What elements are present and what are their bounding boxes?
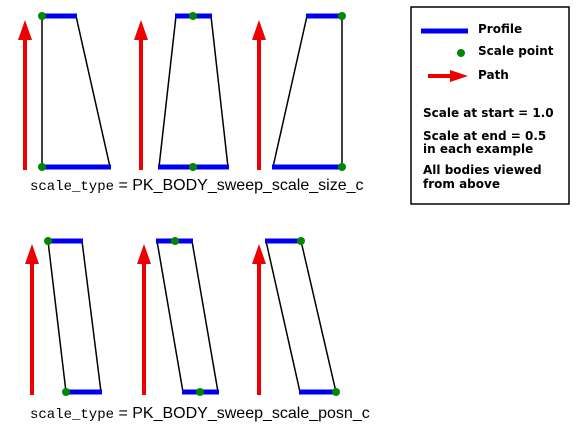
scale-point	[338, 12, 346, 20]
legend-note-end: Scale at end = 0.5	[423, 129, 546, 143]
caption-var: scale_type	[30, 179, 114, 195]
legend-path-arrow-head	[450, 70, 468, 82]
scale-point	[332, 388, 340, 396]
scale-point	[297, 237, 305, 245]
example-posn-center	[137, 237, 219, 396]
caption-var: scale_type	[30, 407, 114, 423]
legend-note-view-2: from above	[423, 177, 500, 191]
legend-note-view: All bodies viewed	[423, 163, 542, 177]
example-size-right	[252, 12, 346, 171]
legend: Profile Scale point Path Scale at start …	[410, 6, 570, 205]
path-arrow-head	[252, 244, 266, 264]
legend-profile-label: Profile	[478, 22, 522, 36]
scale-point	[338, 163, 346, 171]
legend-path-label: Path	[478, 68, 509, 82]
swept-body-outline	[272, 15, 343, 168]
legend-scale-point-swatch	[457, 49, 465, 57]
caption-value: PK_BODY_sweep_scale_posn_c	[132, 405, 369, 422]
legend-note-end-2: in each example	[423, 142, 533, 156]
swept-body-outline	[156, 240, 219, 393]
scale-point	[189, 12, 197, 20]
caption-posn: scale_type = PK_BODY_sweep_scale_posn_c	[30, 405, 370, 423]
swept-body-outline	[41, 15, 111, 168]
swept-body-outline	[158, 15, 229, 168]
scale-point	[196, 388, 204, 396]
path-arrow-head	[18, 20, 32, 40]
example-size-center	[134, 12, 229, 171]
scale-point	[38, 12, 46, 20]
path-arrow-head	[252, 20, 266, 40]
caption-size: scale_type = PK_BODY_sweep_scale_size_c	[30, 177, 363, 195]
legend-note-start: Scale at start = 1.0	[423, 106, 554, 120]
caption-value: PK_BODY_sweep_scale_size_c	[132, 177, 363, 194]
caption-eq: =	[114, 177, 132, 194]
path-arrow-head	[25, 244, 39, 264]
scale-point	[171, 237, 179, 245]
scale-point	[44, 237, 52, 245]
example-size-left	[18, 12, 111, 171]
path-arrow-head	[134, 20, 148, 40]
scale-point	[38, 163, 46, 171]
example-posn-right	[252, 237, 340, 396]
scale-point	[189, 163, 197, 171]
example-posn-left	[25, 237, 102, 396]
swept-body-outline	[265, 240, 337, 393]
scale-point	[62, 388, 70, 396]
swept-body-outline	[47, 240, 102, 393]
caption-eq: =	[114, 405, 132, 422]
legend-scale-point-label: Scale point	[478, 44, 554, 58]
legend-box	[410, 6, 570, 205]
path-arrow-head	[137, 244, 151, 264]
